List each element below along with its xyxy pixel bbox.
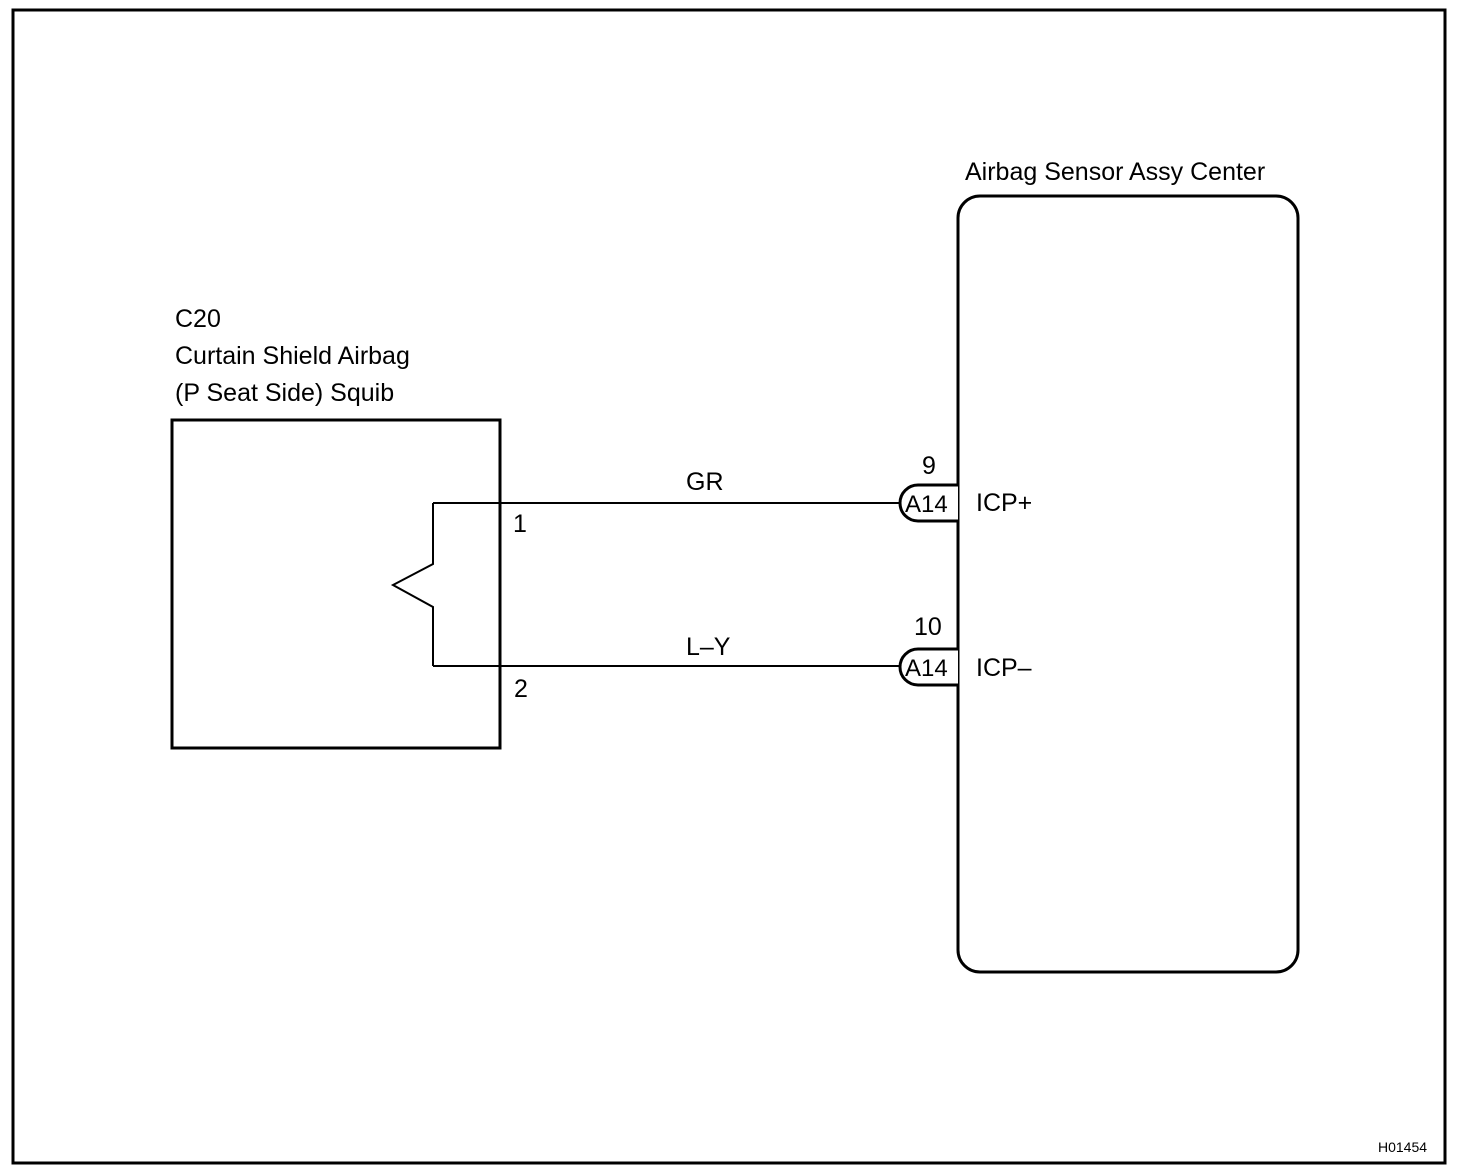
squib-element-symbol (390, 503, 434, 666)
wire-gr-color-label: GR (686, 468, 724, 496)
squib-box (170, 418, 502, 750)
connector-a14-pin10-shape (898, 647, 958, 687)
diagram-frame (11, 8, 1447, 1165)
squib-name-line2: (P Seat Side) Squib (175, 379, 394, 407)
squib-connector-code: C20 (175, 305, 221, 333)
terminal-icp-minus: ICP– (976, 654, 1032, 682)
figure-code: H01454 (1378, 1139, 1427, 1155)
squib-name-line1: Curtain Shield Airbag (175, 342, 410, 370)
wire-l-y-color-label: L–Y (686, 633, 731, 661)
connector-a14-pin9-shape (898, 483, 958, 523)
sensor-assy-title: Airbag Sensor Assy Center (965, 158, 1265, 186)
connector-a14-pin9-code: A14 (905, 491, 948, 518)
squib-pin-2-label: 2 (514, 675, 528, 703)
sensor-assy-box (956, 194, 1300, 974)
squib-pin-1-label: 1 (513, 510, 527, 538)
connector-pin-9-label: 9 (922, 452, 936, 480)
connector-a14-pin10-code: A14 (905, 655, 948, 682)
terminal-icp-plus: ICP+ (976, 489, 1032, 517)
connector-pin-10-label: 10 (914, 613, 942, 641)
